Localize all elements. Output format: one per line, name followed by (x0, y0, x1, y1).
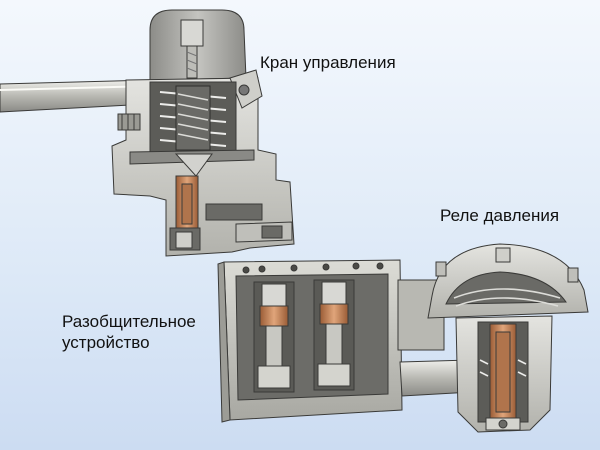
disconnect-device-cutaway (217, 259, 473, 423)
control-valve-cutaway (0, 9, 295, 257)
disconnect-device-label-line2: устройство (62, 333, 150, 352)
control-valve-label: Кран управления (260, 53, 396, 72)
disconnect-device-label: Разобщительное устройство (62, 311, 196, 353)
pressure-relay-label: Реле давления (440, 206, 560, 225)
pressure-relay-cutaway (427, 243, 589, 433)
disconnect-device-label-line1: Разобщительное (62, 312, 196, 331)
